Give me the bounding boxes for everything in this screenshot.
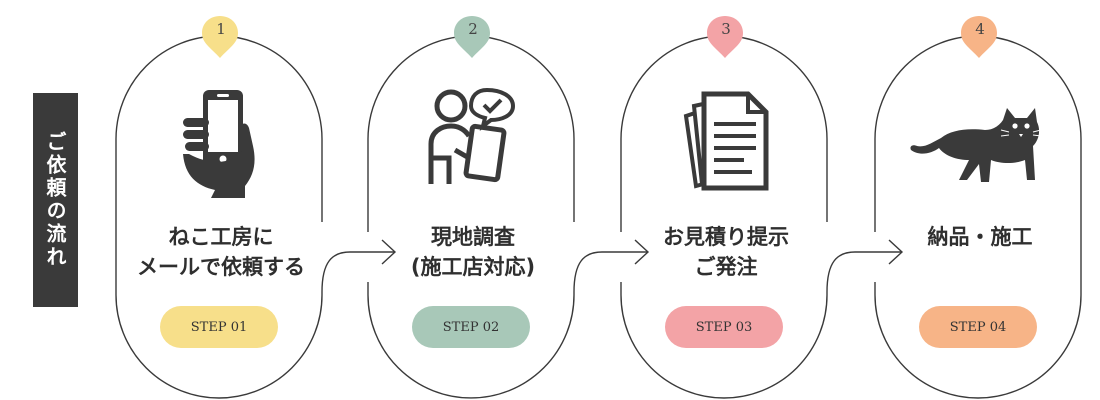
step-number: 1 <box>216 20 226 38</box>
step-title: 現地調査 (施工店対応) <box>410 225 536 279</box>
step-badge: STEP 04 <box>919 306 1037 348</box>
step-pin <box>961 16 997 58</box>
step-pin <box>707 16 743 58</box>
step-number: 2 <box>468 20 478 38</box>
smartphone-hand-icon <box>183 90 255 198</box>
step-badge: STEP 01 <box>160 306 278 348</box>
step-title: 納品・施工 <box>927 225 1033 249</box>
step-title: ねこ工房に メールで依頼する <box>137 225 305 279</box>
person-clipboard-icon <box>428 88 516 184</box>
flow-connector <box>573 251 647 293</box>
step-badge: STEP 02 <box>412 306 530 348</box>
flow-connector <box>826 251 901 293</box>
step-3: 3 お見積り提示 ご発注 STEP 03 <box>621 0 831 400</box>
step-title: お見積り提示 ご発注 <box>663 225 789 279</box>
step-badge: STEP 03 <box>665 306 783 348</box>
arrowhead-icon <box>888 239 904 265</box>
cat-icon <box>910 108 1042 182</box>
arrowhead-icon <box>381 239 397 265</box>
flow-connector <box>321 251 394 293</box>
step-2: 2 現地調査 (施工店対応) STEP 02 <box>368 0 578 400</box>
step-1: 1 ねこ工房に メールで依頼する STEP 01 <box>116 0 326 400</box>
step-number: 3 <box>721 20 731 38</box>
step-4: 4 納品・施工 STEP 04 <box>875 0 1085 400</box>
step-pin <box>454 16 490 58</box>
flow-side-label: ご依頼の流れ <box>33 93 78 307</box>
step-outline <box>874 35 1082 399</box>
documents-icon <box>683 91 769 191</box>
arrowhead-icon <box>634 239 650 265</box>
step-pin <box>202 16 238 58</box>
step-number: 4 <box>975 20 985 38</box>
